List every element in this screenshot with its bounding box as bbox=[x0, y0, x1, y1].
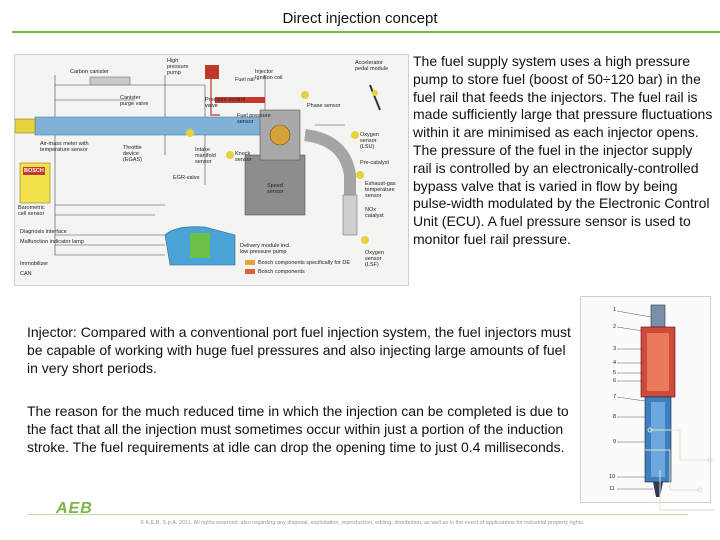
callout-9: 9 bbox=[613, 439, 617, 445]
label-bosch-brand: BOSCH bbox=[24, 168, 44, 174]
label-egr-valve: EGR-valve bbox=[173, 175, 200, 181]
injector-cutaway: 1 2 3 4 5 6 7 8 9 10 11 bbox=[580, 296, 711, 503]
callout-2: 2 bbox=[613, 324, 617, 330]
callout-7: 7 bbox=[613, 394, 617, 400]
label-barometric-sensor: Barometric cell sensor bbox=[18, 205, 45, 217]
callout-8: 8 bbox=[613, 414, 617, 420]
label-air-mass-meter: Air-mass meter with temperature sensor bbox=[40, 141, 89, 153]
label-intake-manifold-sensor: Intake manifold sensor bbox=[195, 147, 216, 165]
label-oxygen-sensor-lsu: Oxygen sensor (LSU) bbox=[360, 132, 379, 150]
label-can: CAN bbox=[20, 271, 32, 277]
legend-specific: Bosch components specifically for DE bbox=[258, 260, 351, 266]
engine-diagram: Carbon canister High pressure pump Fuel … bbox=[14, 54, 409, 286]
callout-10: 10 bbox=[609, 474, 616, 480]
callout-3: 3 bbox=[613, 346, 617, 352]
callout-6: 6 bbox=[613, 378, 617, 384]
label-pre-catalyst: Pre-catalyst bbox=[360, 160, 390, 166]
label-malfunction-lamp: Malfunction indicator lamp bbox=[20, 239, 84, 245]
label-injector-ignition-coil: Injector Ignition coil bbox=[255, 69, 283, 81]
footer-logo: AEB bbox=[56, 500, 93, 517]
label-canister-purge: Canister purge valve bbox=[120, 95, 149, 107]
label-throttle-device: Throttle device (EGAS) bbox=[123, 145, 142, 163]
label-oxygen-sensor-lsf: Oxygen sensor (LSF) bbox=[365, 250, 384, 268]
slide-title: Direct injection concept bbox=[282, 10, 438, 27]
label-immobilizer: Immobilizer bbox=[20, 261, 49, 267]
label-delivery-module: Delivery module incl. low pressure pump bbox=[240, 243, 291, 255]
callout-5: 5 bbox=[613, 370, 617, 376]
label-knock-sensor: Knock sensor bbox=[235, 151, 252, 163]
callout-4: 4 bbox=[613, 360, 617, 366]
legend-components: Bosch components bbox=[258, 269, 305, 275]
paragraph-reason: The reason for the much reduced time in … bbox=[27, 403, 569, 455]
callout-11: 11 bbox=[609, 486, 615, 492]
label-exhaust-gas-temp: Exhaust-gas temperature sensor bbox=[365, 181, 396, 199]
label-accelerator-pedal: Accelerator pedal module bbox=[355, 60, 389, 72]
label-speed-sensor: Speed sensor bbox=[267, 183, 284, 195]
label-diagnosis-interface: Diagnosis interface bbox=[20, 229, 67, 235]
circuit-decoration bbox=[645, 427, 715, 511]
callout-1: 1 bbox=[613, 307, 617, 313]
injector-graphic bbox=[616, 304, 676, 497]
label-phase-sensor: Phase sensor bbox=[307, 103, 341, 109]
label-pressure-control-valve: Pressure control valve bbox=[205, 97, 246, 109]
title-rule bbox=[12, 31, 720, 33]
label-nox-catalyst: NOx catalyst bbox=[365, 207, 384, 219]
footer-copyright: © A.E.B. S.p.A. 2011. All rights reserve… bbox=[140, 520, 585, 526]
label-fuel-pressure-sensor: Fuel pressure sensor bbox=[237, 113, 271, 125]
paragraph-injector: Injector: Compared with a conventional p… bbox=[27, 324, 571, 376]
paragraph-fuel-supply: The fuel supply system uses a high press… bbox=[413, 53, 713, 247]
label-fuel-rail: Fuel rail bbox=[235, 77, 255, 83]
engine-diagram-graphic bbox=[15, 65, 381, 274]
label-carbon-canister: Carbon canister bbox=[70, 69, 109, 75]
footer-rule bbox=[28, 514, 688, 515]
label-high-pressure-pump: High pressure pump bbox=[167, 58, 189, 76]
